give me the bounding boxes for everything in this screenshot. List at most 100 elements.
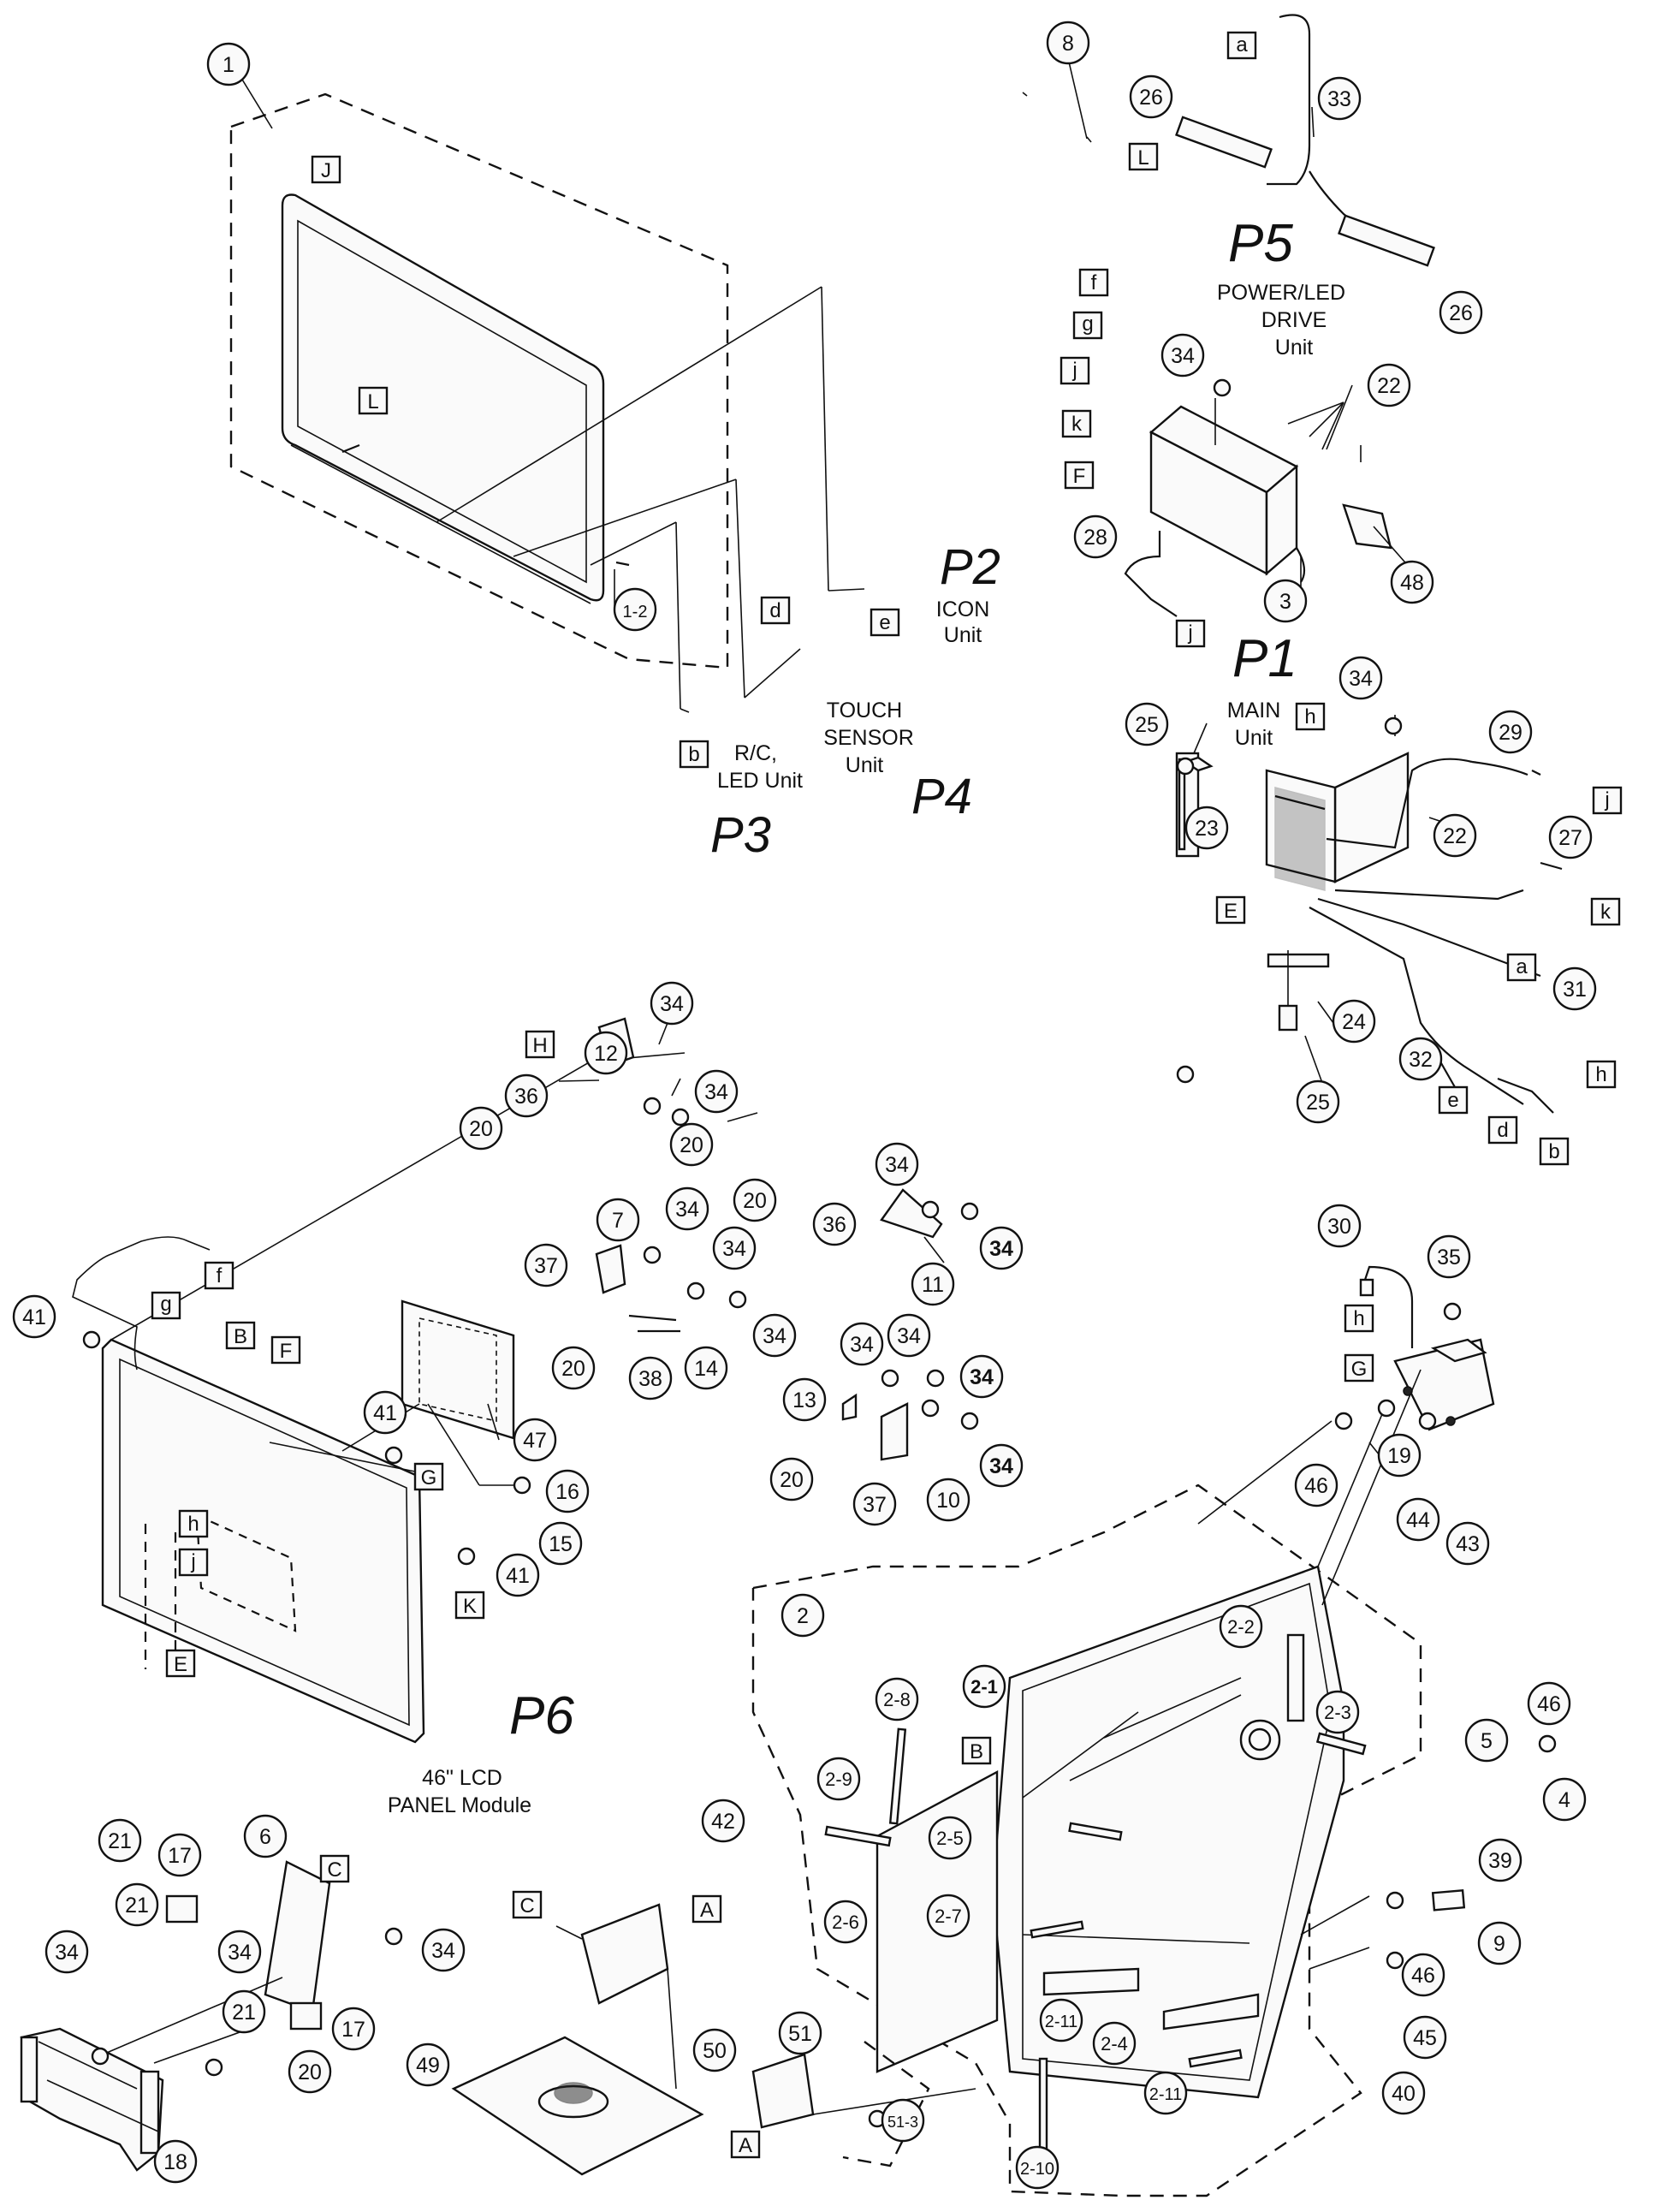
svg-text:34: 34 [431, 1939, 455, 1963]
connector-box-h: h [1586, 1060, 1617, 1089]
part-number-25: 25 [1296, 1079, 1340, 1124]
part-number-13: 13 [782, 1377, 827, 1422]
power-led-unit-group [1022, 14, 1435, 617]
svg-text:49: 49 [416, 2054, 440, 2078]
part-number-24: 24 [1332, 999, 1376, 1044]
svg-text:1-2: 1-2 [623, 603, 648, 621]
connector-box-G: G [1344, 1353, 1374, 1382]
svg-text:48: 48 [1400, 571, 1424, 595]
svg-text:G: G [421, 1466, 437, 1490]
part-number-36: 36 [504, 1073, 549, 1118]
part-number-2: 2 [781, 1593, 825, 1638]
connector-box-B: B [225, 1321, 256, 1350]
svg-text:34: 34 [897, 1324, 921, 1348]
part-number-2-11: 2-11 [1039, 1998, 1083, 2043]
svg-text:2-4: 2-4 [1101, 2033, 1128, 2054]
part-number-46: 46 [1401, 1953, 1445, 1997]
svg-text:2-11: 2-11 [1045, 2013, 1078, 2031]
svg-text:27: 27 [1558, 826, 1582, 850]
part-number-2-1: 2-1 [962, 1664, 1006, 1709]
part-number-41: 41 [496, 1553, 540, 1597]
part-number-4: 4 [1542, 1777, 1587, 1822]
svg-text:C: C [327, 1858, 341, 1882]
svg-text:26: 26 [1139, 86, 1163, 110]
part-number-34: 34 [979, 1226, 1024, 1270]
svg-text:B: B [970, 1740, 983, 1763]
part-number-20: 20 [733, 1178, 777, 1222]
front-bezel-group [229, 92, 865, 713]
part-number-17: 17 [331, 2007, 376, 2051]
label-p5: P5 [1228, 214, 1293, 273]
part-number-17: 17 [157, 1833, 202, 1877]
svg-text:40: 40 [1392, 2082, 1416, 2106]
svg-text:a: a [1236, 33, 1248, 56]
svg-text:G: G [1351, 1358, 1368, 1381]
connector-box-k: k [1061, 409, 1092, 438]
svg-text:18: 18 [163, 2150, 187, 2174]
connector-box-j: j [1060, 356, 1090, 385]
svg-text:A: A [700, 1899, 714, 1922]
part-number-25: 25 [1125, 702, 1169, 746]
svg-text:34: 34 [989, 1454, 1013, 1478]
label-p3: P3 [710, 807, 771, 863]
part-number-9: 9 [1477, 1921, 1522, 1965]
svg-text:d: d [769, 599, 781, 622]
part-number-2-11: 2-11 [1143, 2071, 1188, 2115]
label-p6: P6 [509, 1686, 574, 1745]
svg-text:K: K [463, 1595, 477, 1618]
label-lcd-size: 46" LCD [422, 1766, 502, 1790]
connector-box-f: f [1078, 268, 1109, 297]
part-number-51-3: 51-3 [881, 2098, 925, 2143]
svg-text:44: 44 [1406, 1508, 1430, 1532]
label-touch-sensor: SENSOR [823, 726, 914, 750]
svg-text:h: h [1353, 1307, 1364, 1330]
part-number-38: 38 [628, 1356, 673, 1400]
connector-box-L: L [358, 386, 389, 415]
svg-text:28: 28 [1083, 526, 1107, 550]
svg-text:20: 20 [680, 1133, 703, 1157]
svg-text:17: 17 [341, 2018, 365, 2042]
part-number-26: 26 [1129, 74, 1173, 119]
part-number-37: 37 [852, 1482, 897, 1526]
svg-text:34: 34 [970, 1365, 994, 1389]
svg-text:e: e [879, 611, 890, 634]
part-number-11: 11 [911, 1262, 955, 1306]
connector-box-h: h [178, 1509, 209, 1538]
svg-text:2-11: 2-11 [1149, 2085, 1183, 2104]
part-number-41: 41 [12, 1294, 56, 1339]
bezel-window [297, 219, 587, 584]
part-number-34: 34 [421, 1928, 466, 1972]
part-number-34: 34 [875, 1142, 919, 1186]
svg-text:41: 41 [22, 1305, 46, 1329]
label-p1: P1 [1232, 629, 1297, 688]
svg-text:g: g [160, 1293, 171, 1316]
svg-text:26: 26 [1449, 301, 1473, 325]
svg-text:34: 34 [850, 1333, 874, 1357]
part-number-21: 21 [115, 1882, 159, 1927]
part-number-48: 48 [1390, 560, 1434, 604]
svg-text:20: 20 [780, 1468, 804, 1492]
part-number-33: 33 [1317, 76, 1362, 121]
svg-text:19: 19 [1387, 1444, 1411, 1468]
part-number-34: 34 [650, 981, 694, 1026]
svg-text:L: L [367, 390, 378, 413]
part-number-22: 22 [1433, 813, 1477, 858]
svg-text:33: 33 [1327, 87, 1351, 111]
connector-box-e: e [1438, 1085, 1469, 1115]
connector-box-H: H [525, 1030, 555, 1059]
bezel-frame [281, 193, 605, 602]
svg-text:j: j [190, 1550, 195, 1573]
connector-box-L: L [1128, 142, 1159, 171]
part-number-47: 47 [513, 1418, 557, 1462]
part-number-2-7: 2-7 [926, 1894, 970, 1938]
svg-text:2: 2 [797, 1604, 809, 1628]
label-rc-led-unit: LED Unit [717, 769, 803, 793]
connector-box-j: j [178, 1548, 209, 1577]
connector-box-a: a [1226, 31, 1257, 60]
connector-letters: J L a L f g j k F j d e b h E j k a h e … [151, 31, 1623, 2159]
part-number-37: 37 [524, 1243, 568, 1287]
svg-text:2-10: 2-10 [1020, 2160, 1054, 2179]
svg-text:A: A [739, 2134, 752, 2157]
svg-text:21: 21 [108, 1829, 132, 1853]
svg-text:24: 24 [1342, 1010, 1366, 1034]
